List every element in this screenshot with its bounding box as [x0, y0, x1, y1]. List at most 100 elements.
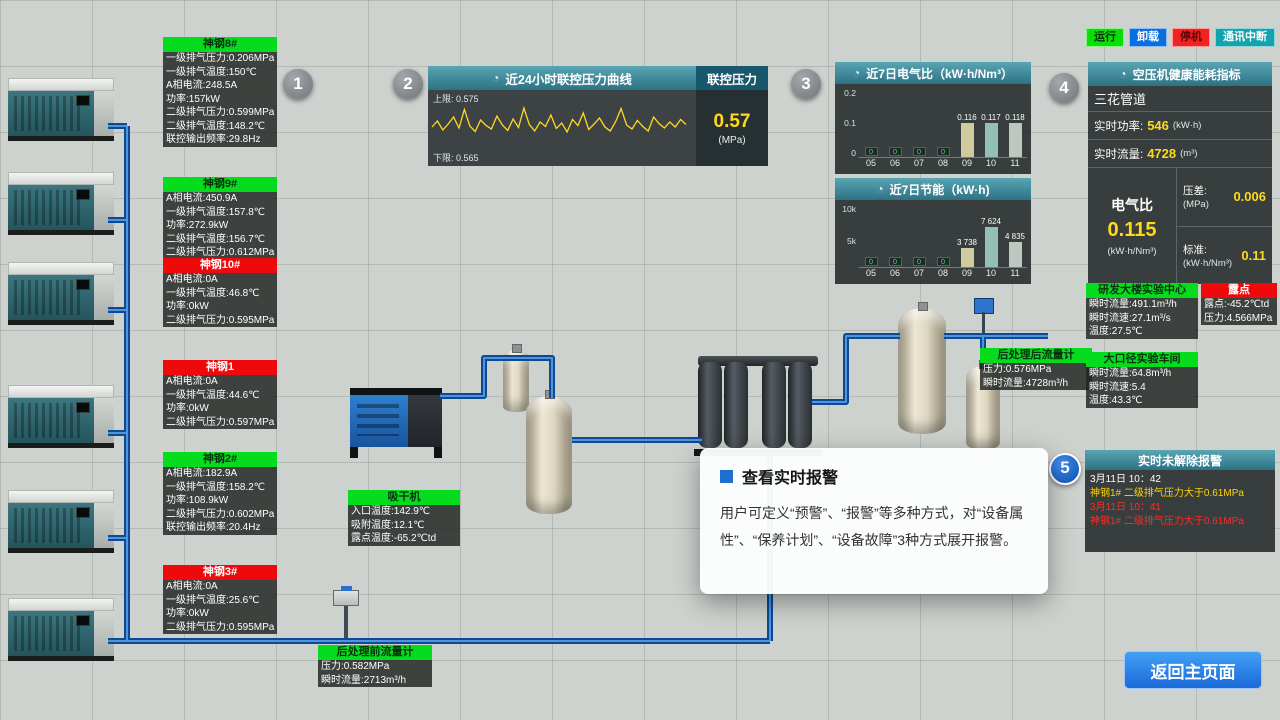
status-chip-卸载: 卸载 [1129, 28, 1167, 47]
clock-icon: ◔ [853, 66, 861, 80]
machine-side-panel [94, 611, 114, 656]
data-line: 瞬时流量:491.1m³/h [1089, 299, 1177, 310]
compressor-unit [8, 262, 114, 326]
flow-unit: (m³) [1180, 148, 1198, 159]
data-line: 瞬时流量:4728m³/h [983, 377, 1069, 389]
y-tick: 0.1 [844, 118, 856, 128]
dew-point-sensor [974, 298, 994, 338]
dryer-tower [762, 362, 786, 448]
flow-label: 实时流量: [1094, 148, 1144, 161]
alarm-entry: 3月11日 10：41 [1090, 502, 1161, 513]
x-tick: 06 [889, 268, 900, 278]
lower-limit-label: 下限: 0.565 [433, 153, 479, 163]
data-line: 联控输出频率:29.8Hz [166, 134, 261, 145]
data-line: 一级排气温度:46.8℃ [166, 287, 260, 299]
compressor-name: 神钢1 [163, 360, 277, 375]
machine-top [8, 262, 114, 275]
upper-limit-label: 上限: 0.575 [433, 94, 479, 104]
refrigerated-dryer-unit [350, 388, 442, 458]
dryer-tower [724, 362, 748, 448]
field-panel-title: 后处理后流量计 [980, 348, 1092, 363]
pipeline-selector[interactable]: 三花管道 [1088, 86, 1272, 112]
machine-top [8, 490, 114, 503]
data-line: A相电流:0A [166, 376, 218, 387]
data-line: 二级排气压力:0.595MPa [166, 621, 275, 633]
clock-icon: ◔ [492, 71, 500, 85]
panel-header: ◔ 近24小时联控压力曲线 [428, 66, 696, 90]
data-line: 二级排气压力:0.597MPa [166, 416, 275, 428]
bar [984, 227, 998, 267]
compressor-unit [8, 598, 114, 662]
data-line: 压力:0.582MPa [321, 661, 390, 672]
status-chip-通讯中断: 通讯中断 [1215, 28, 1275, 47]
panel-title: 空压机健康能耗指标 [1132, 67, 1241, 82]
zero-box: 0 [912, 257, 926, 266]
data-line: 温度:27.5℃ [1089, 326, 1143, 337]
bar-value-label: 3 738 [956, 238, 978, 247]
field-panel-title: 研发大楼实验中心 [1086, 283, 1198, 298]
step-marker-5[interactable]: 5 [1049, 453, 1081, 485]
ratio-value: 0.115 [1107, 219, 1157, 241]
field-panel-title: 大口径实验车间 [1086, 352, 1198, 367]
step-marker-2[interactable]: 2 [393, 69, 423, 99]
machine-side-panel [94, 398, 114, 443]
data-line: A相电流:248.5A [166, 80, 238, 91]
x-tick: 05 [865, 158, 876, 168]
y-tick: 5k [847, 236, 856, 246]
data-line: 一级排气温度:44.6℃ [166, 389, 260, 401]
return-home-button[interactable]: 返回主页面 [1124, 651, 1262, 689]
data-line: A相电流:0A [166, 581, 218, 592]
step-marker-3[interactable]: 3 [791, 69, 821, 99]
status-legend: 运行卸载停机通讯中断 [1086, 28, 1275, 47]
compressor-unit [8, 78, 114, 142]
linked-pressure-header: 联控压力 [696, 66, 768, 90]
realtime-flow-row: 实时流量: 4728 (m³) [1088, 140, 1272, 168]
data-line: 二级排气压力:0.602MPa [166, 508, 275, 520]
x-tick: 07 [913, 268, 924, 278]
dryer-tower [698, 362, 722, 448]
tutorial-popup: 查看实时报警 用户可定义“预警”、“报警”等多种方式，对“设备属性”、“保养计划… [700, 448, 1048, 594]
air-tank-small-1 [503, 344, 529, 412]
machine-body [8, 275, 114, 320]
data-line: 压力:4.566MPa [1204, 312, 1273, 324]
machine-body [8, 91, 114, 136]
air-tank-large-2 [898, 302, 946, 434]
data-line: 温度:43.3℃ [1089, 395, 1143, 406]
compressor-name: 神钢3# [163, 565, 277, 580]
data-line: 二级排气压力:0.599MPa [166, 107, 275, 118]
data-line: 露点温度:-65.2℃td [351, 533, 437, 544]
data-line: 瞬时流量:64.8m³/h [1089, 368, 1172, 379]
realtime-power-row: 实时功率: 546 (kW·h) [1088, 112, 1272, 140]
machine-top [8, 78, 114, 91]
x-tick: 05 [865, 268, 876, 278]
power-unit: (kW·h) [1172, 120, 1202, 131]
machine-side-panel [94, 91, 114, 136]
machine-base [8, 443, 114, 448]
alarm-entry: 3月11日 10：42 [1090, 474, 1161, 485]
data-line: 功率:0kW [166, 608, 209, 619]
data-line: 露点:-45.2℃td [1204, 299, 1270, 310]
x-tick: 08 [937, 158, 948, 168]
step-marker-1[interactable]: 1 [283, 69, 313, 99]
air-tank-large-1 [526, 390, 572, 514]
diff-unit: (MPa) [1183, 199, 1209, 211]
step-marker-4[interactable]: 4 [1049, 73, 1079, 103]
compressor-name: 神钢8# [163, 37, 277, 52]
popup-title: 查看实时报警 [742, 470, 839, 487]
alarm-entry: 神钢1# 二级排气压力大于0.61MPa [1090, 516, 1244, 527]
